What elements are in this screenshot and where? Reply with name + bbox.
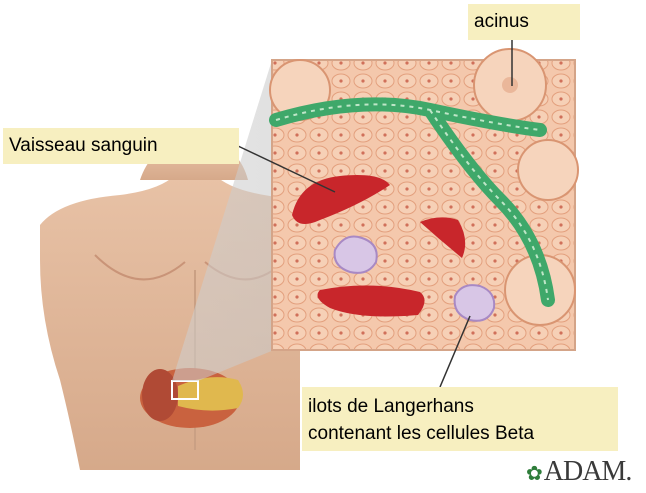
tissue-panel — [270, 49, 578, 350]
label-ilots-line1: ilots de Langerhans — [308, 393, 612, 420]
logo-text: ADAM. — [544, 456, 632, 487]
adam-logo: ✿ADAM. — [526, 456, 631, 488]
label-ilots-line2: contenant les cellules Beta — [308, 420, 612, 447]
label-vaisseau-text: Vaisseau sanguin — [9, 135, 158, 156]
label-acinus: acinus — [468, 4, 580, 40]
leaf-icon: ✿ — [526, 463, 542, 485]
label-ilots-langerhans: ilots de Langerhans contenant les cellul… — [302, 387, 618, 451]
label-acinus-text: acinus — [474, 11, 529, 32]
label-vaisseau-sanguin: Vaisseau sanguin — [3, 128, 239, 164]
